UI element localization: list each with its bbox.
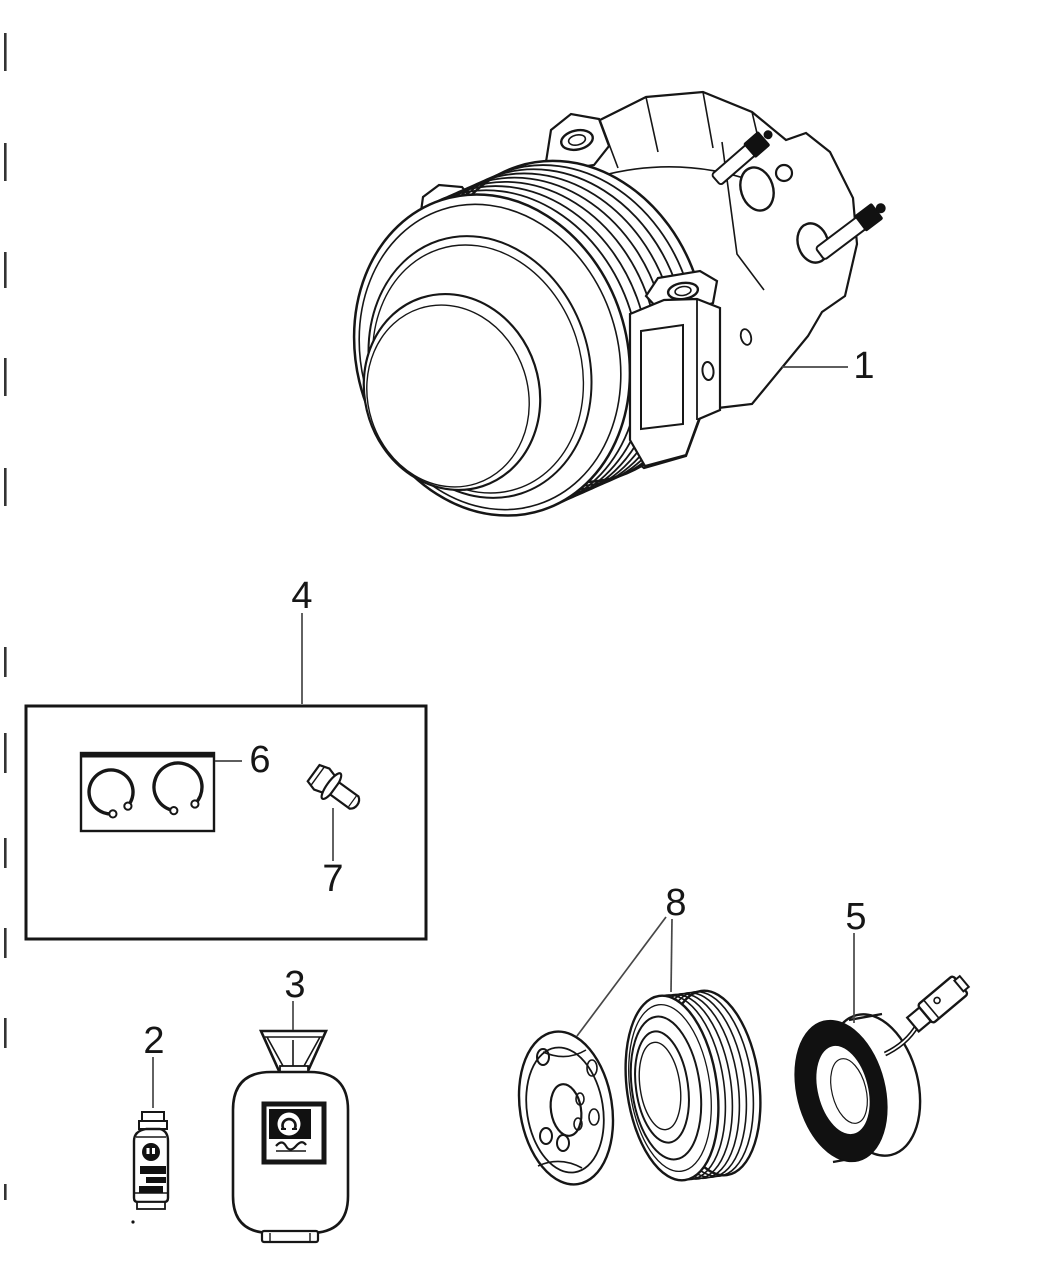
callout-leader-lines [152, 366, 855, 1108]
ac-compressor-assembly-illustration [352, 90, 886, 517]
hex-flange-bolt-illustration [306, 763, 361, 810]
compressor-stud-rear [815, 203, 886, 260]
callout-4: 4 [291, 575, 312, 617]
snap-ring-right [152, 761, 204, 816]
snap-ring-left [87, 768, 135, 819]
callout-8: 8 [665, 882, 686, 924]
compressor-stud-front [711, 130, 773, 186]
compressor-front-bracket [628, 297, 722, 468]
clutch-coil-illustration [794, 974, 971, 1164]
registration-marks [4, 33, 7, 1200]
oil-bottle-illustration [131, 1111, 170, 1224]
callout-1: 1 [853, 345, 874, 387]
snap-ring-packet-illustration [79, 751, 216, 833]
print-artifact-dot [131, 1220, 135, 1224]
leader-8b [670, 918, 673, 993]
leader-8a [576, 916, 667, 1037]
clutch-plate-illustration [517, 1030, 615, 1186]
callout-6: 6 [249, 739, 270, 781]
refrigerant-tank-illustration [231, 1029, 350, 1244]
clutch-pulley-illustration [624, 989, 762, 1182]
mopar-logo [139, 1143, 166, 1193]
tank-label [261, 1101, 327, 1165]
callout-2: 2 [143, 1020, 164, 1062]
mopar-logo [277, 1112, 301, 1136]
callout-7: 7 [322, 858, 343, 900]
callout-5: 5 [845, 896, 866, 938]
coil-connector [905, 974, 971, 1034]
callout-3: 3 [284, 964, 305, 1006]
compressor-pulley [352, 159, 708, 517]
service-kit-box-outline [24, 704, 428, 941]
callout-numbers: 1 2 3 4 5 6 7 8 [143, 345, 874, 1062]
